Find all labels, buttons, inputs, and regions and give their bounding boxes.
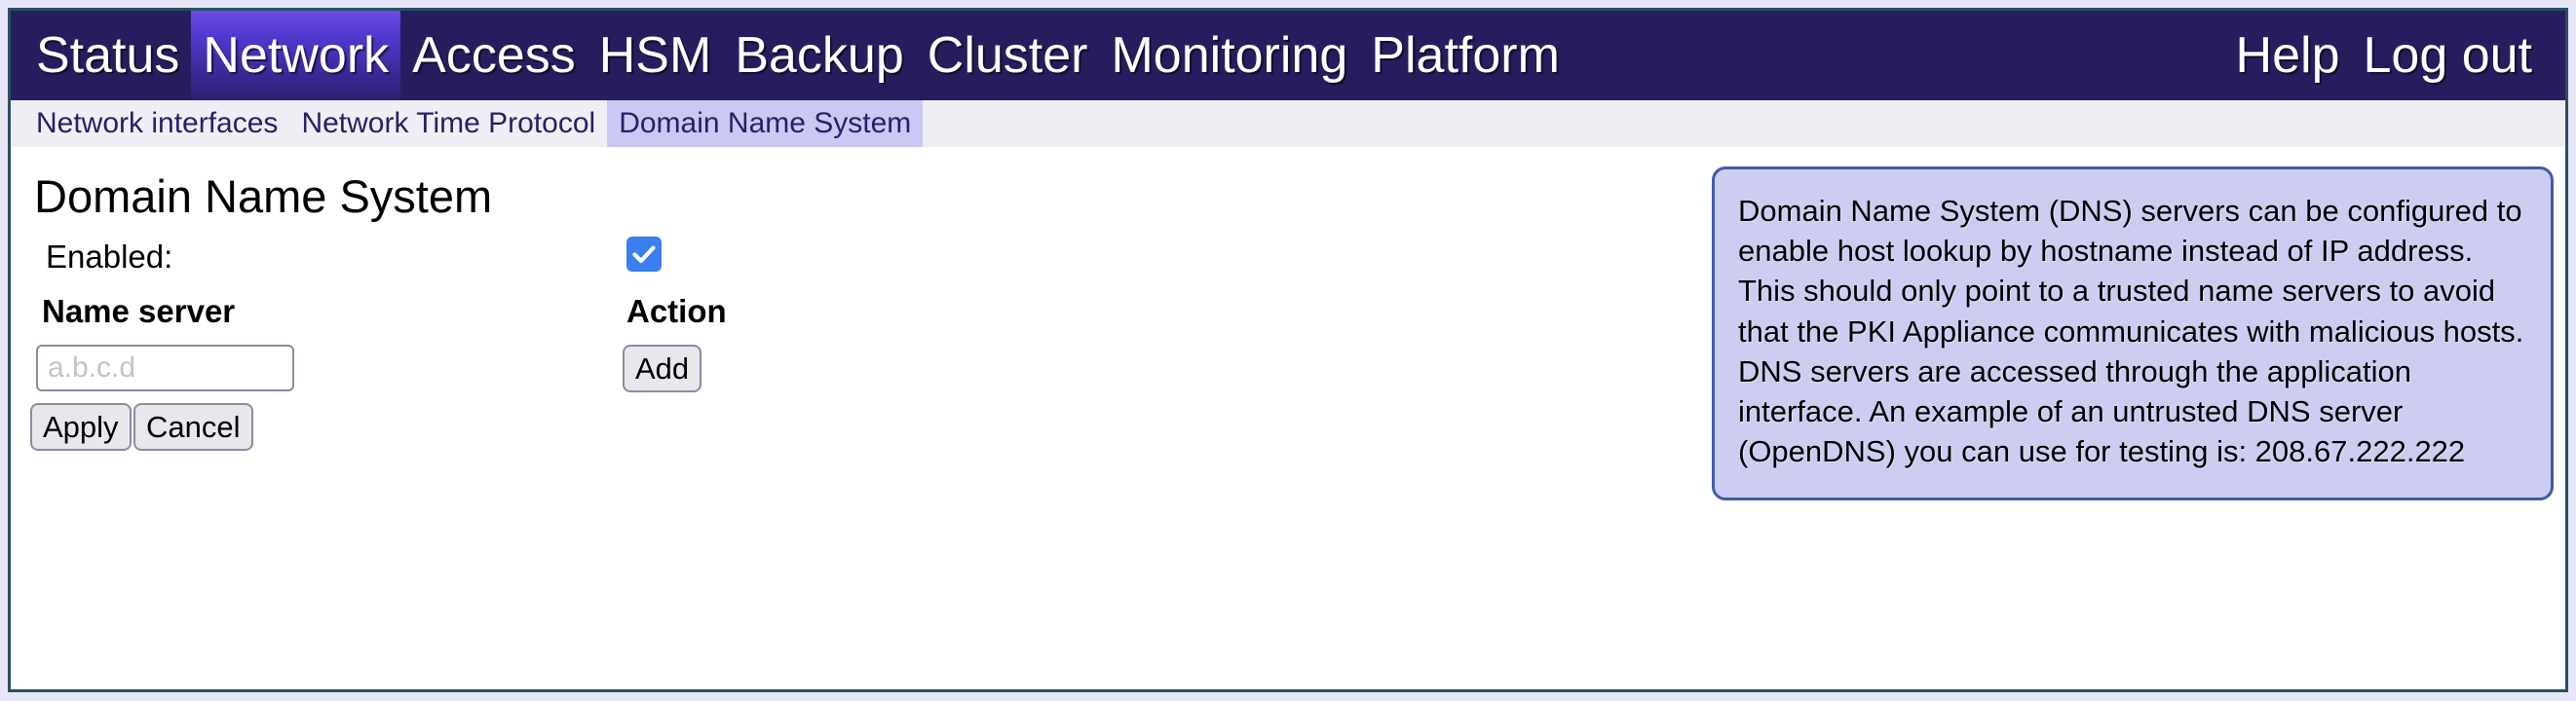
- name-server-input[interactable]: [36, 345, 294, 391]
- nav-item-network[interactable]: Network: [191, 11, 401, 100]
- subnav-item-domain-name-system[interactable]: Domain Name System: [607, 100, 924, 147]
- add-button[interactable]: Add: [623, 345, 702, 392]
- nav-item-logout[interactable]: Log out: [2363, 27, 2533, 84]
- nav-item-platform[interactable]: Platform: [1371, 27, 1560, 84]
- nav-item-status[interactable]: Status: [36, 27, 180, 84]
- nav-item-access[interactable]: Access: [412, 27, 576, 84]
- nav-item-hsm[interactable]: HSM: [598, 27, 712, 84]
- secondary-navigation: Network interfaces Network Time Protocol…: [11, 100, 2565, 147]
- nav-item-monitoring[interactable]: Monitoring: [1111, 27, 1348, 84]
- cancel-button[interactable]: Cancel: [133, 403, 253, 451]
- checkmark-icon: [632, 245, 656, 264]
- nav-item-backup[interactable]: Backup: [735, 27, 904, 84]
- subnav-item-network-interfaces[interactable]: Network interfaces: [36, 107, 279, 139]
- main-content: Domain Name System Enabled: Name server …: [11, 147, 2565, 689]
- enabled-label: Enabled:: [46, 239, 173, 275]
- app-frame: Status Network Access HSM Backup Cluster…: [8, 8, 2568, 692]
- primary-nav-left: Status Network Access HSM Backup Cluster…: [11, 11, 1572, 100]
- page-title: Domain Name System: [34, 170, 493, 222]
- subnav-item-network-time-protocol[interactable]: Network Time Protocol: [301, 107, 596, 139]
- enabled-checkbox[interactable]: [626, 237, 662, 272]
- info-panel: Domain Name System (DNS) servers can be …: [1712, 166, 2554, 500]
- primary-navigation: Status Network Access HSM Backup Cluster…: [11, 11, 2565, 100]
- nav-item-help[interactable]: Help: [2235, 27, 2340, 84]
- column-header-action: Action: [626, 293, 727, 329]
- primary-nav-right: Help Log out: [2224, 11, 2565, 100]
- info-panel-text: Domain Name System (DNS) servers can be …: [1738, 194, 2524, 469]
- nav-item-cluster[interactable]: Cluster: [927, 27, 1088, 84]
- column-header-name-server: Name server: [42, 293, 236, 329]
- apply-button[interactable]: Apply: [30, 403, 132, 451]
